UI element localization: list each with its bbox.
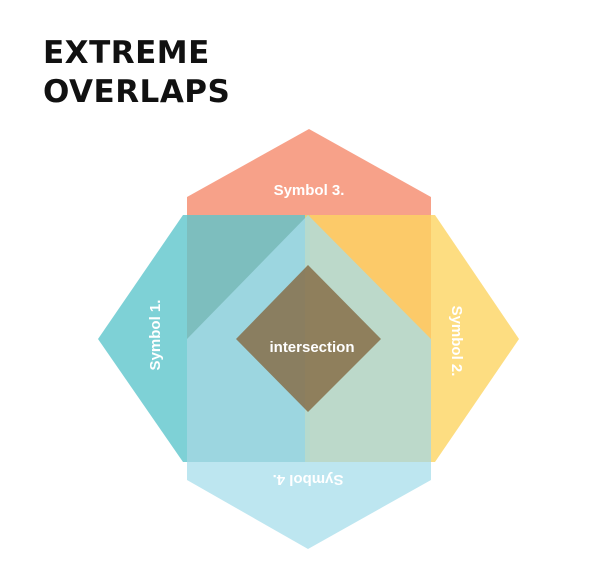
intersection-shape — [236, 265, 381, 412]
intersection-label: intersection — [269, 339, 354, 356]
symbol-1-label: Symbol 1. — [147, 300, 164, 371]
symbol-2-label: Symbol 2. — [448, 306, 465, 377]
page-title: EXTREME OVERLAPS — [43, 34, 230, 112]
title-line-2: OVERLAPS — [43, 74, 231, 110]
symbol-3-label: Symbol 3. — [274, 182, 345, 199]
title-line-1: EXTREME — [43, 35, 210, 71]
symbol-4-label: Symbol 4. — [273, 471, 344, 488]
